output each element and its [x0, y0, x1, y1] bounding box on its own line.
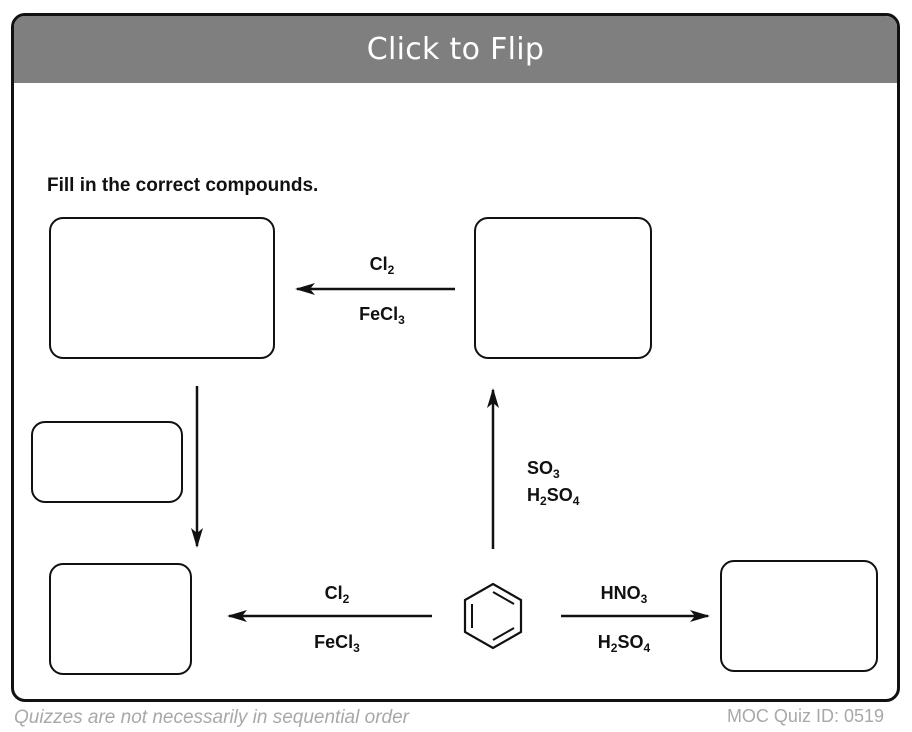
reagent-top-fecl3: FeCl3: [359, 304, 405, 327]
answer-box-top-left[interactable]: [49, 217, 275, 359]
answer-box-bottom-right[interactable]: [720, 560, 878, 672]
reagent-bottom-right-h2so4: H2SO4: [597, 632, 651, 655]
reagent-vertical-h2so4: H2SO4: [527, 485, 580, 508]
reagent-bottom-right-hno3: HNO3: [600, 583, 648, 606]
click-to-flip-label: Click to Flip: [366, 32, 545, 67]
reagent-vertical-so3: SO3: [527, 458, 560, 481]
answer-box-side-left[interactable]: [31, 421, 183, 503]
answer-box-bottom-left[interactable]: [49, 563, 192, 675]
answer-box-top-right[interactable]: [474, 217, 652, 359]
reagent-bottom-left-cl2: Cl2: [324, 583, 350, 606]
sequence-disclaimer: Quizzes are not necessarily in sequentia…: [14, 707, 409, 728]
question-instruction: Fill in the correct compounds.: [47, 175, 319, 196]
reagent-bottom-left-fecl3: FeCl3: [314, 632, 360, 655]
quiz-id-label: MOC Quiz ID: 0519: [726, 706, 884, 726]
reagent-top-cl2: Cl2: [369, 254, 395, 277]
click-to-flip-button[interactable]: Click to Flip: [14, 16, 897, 83]
